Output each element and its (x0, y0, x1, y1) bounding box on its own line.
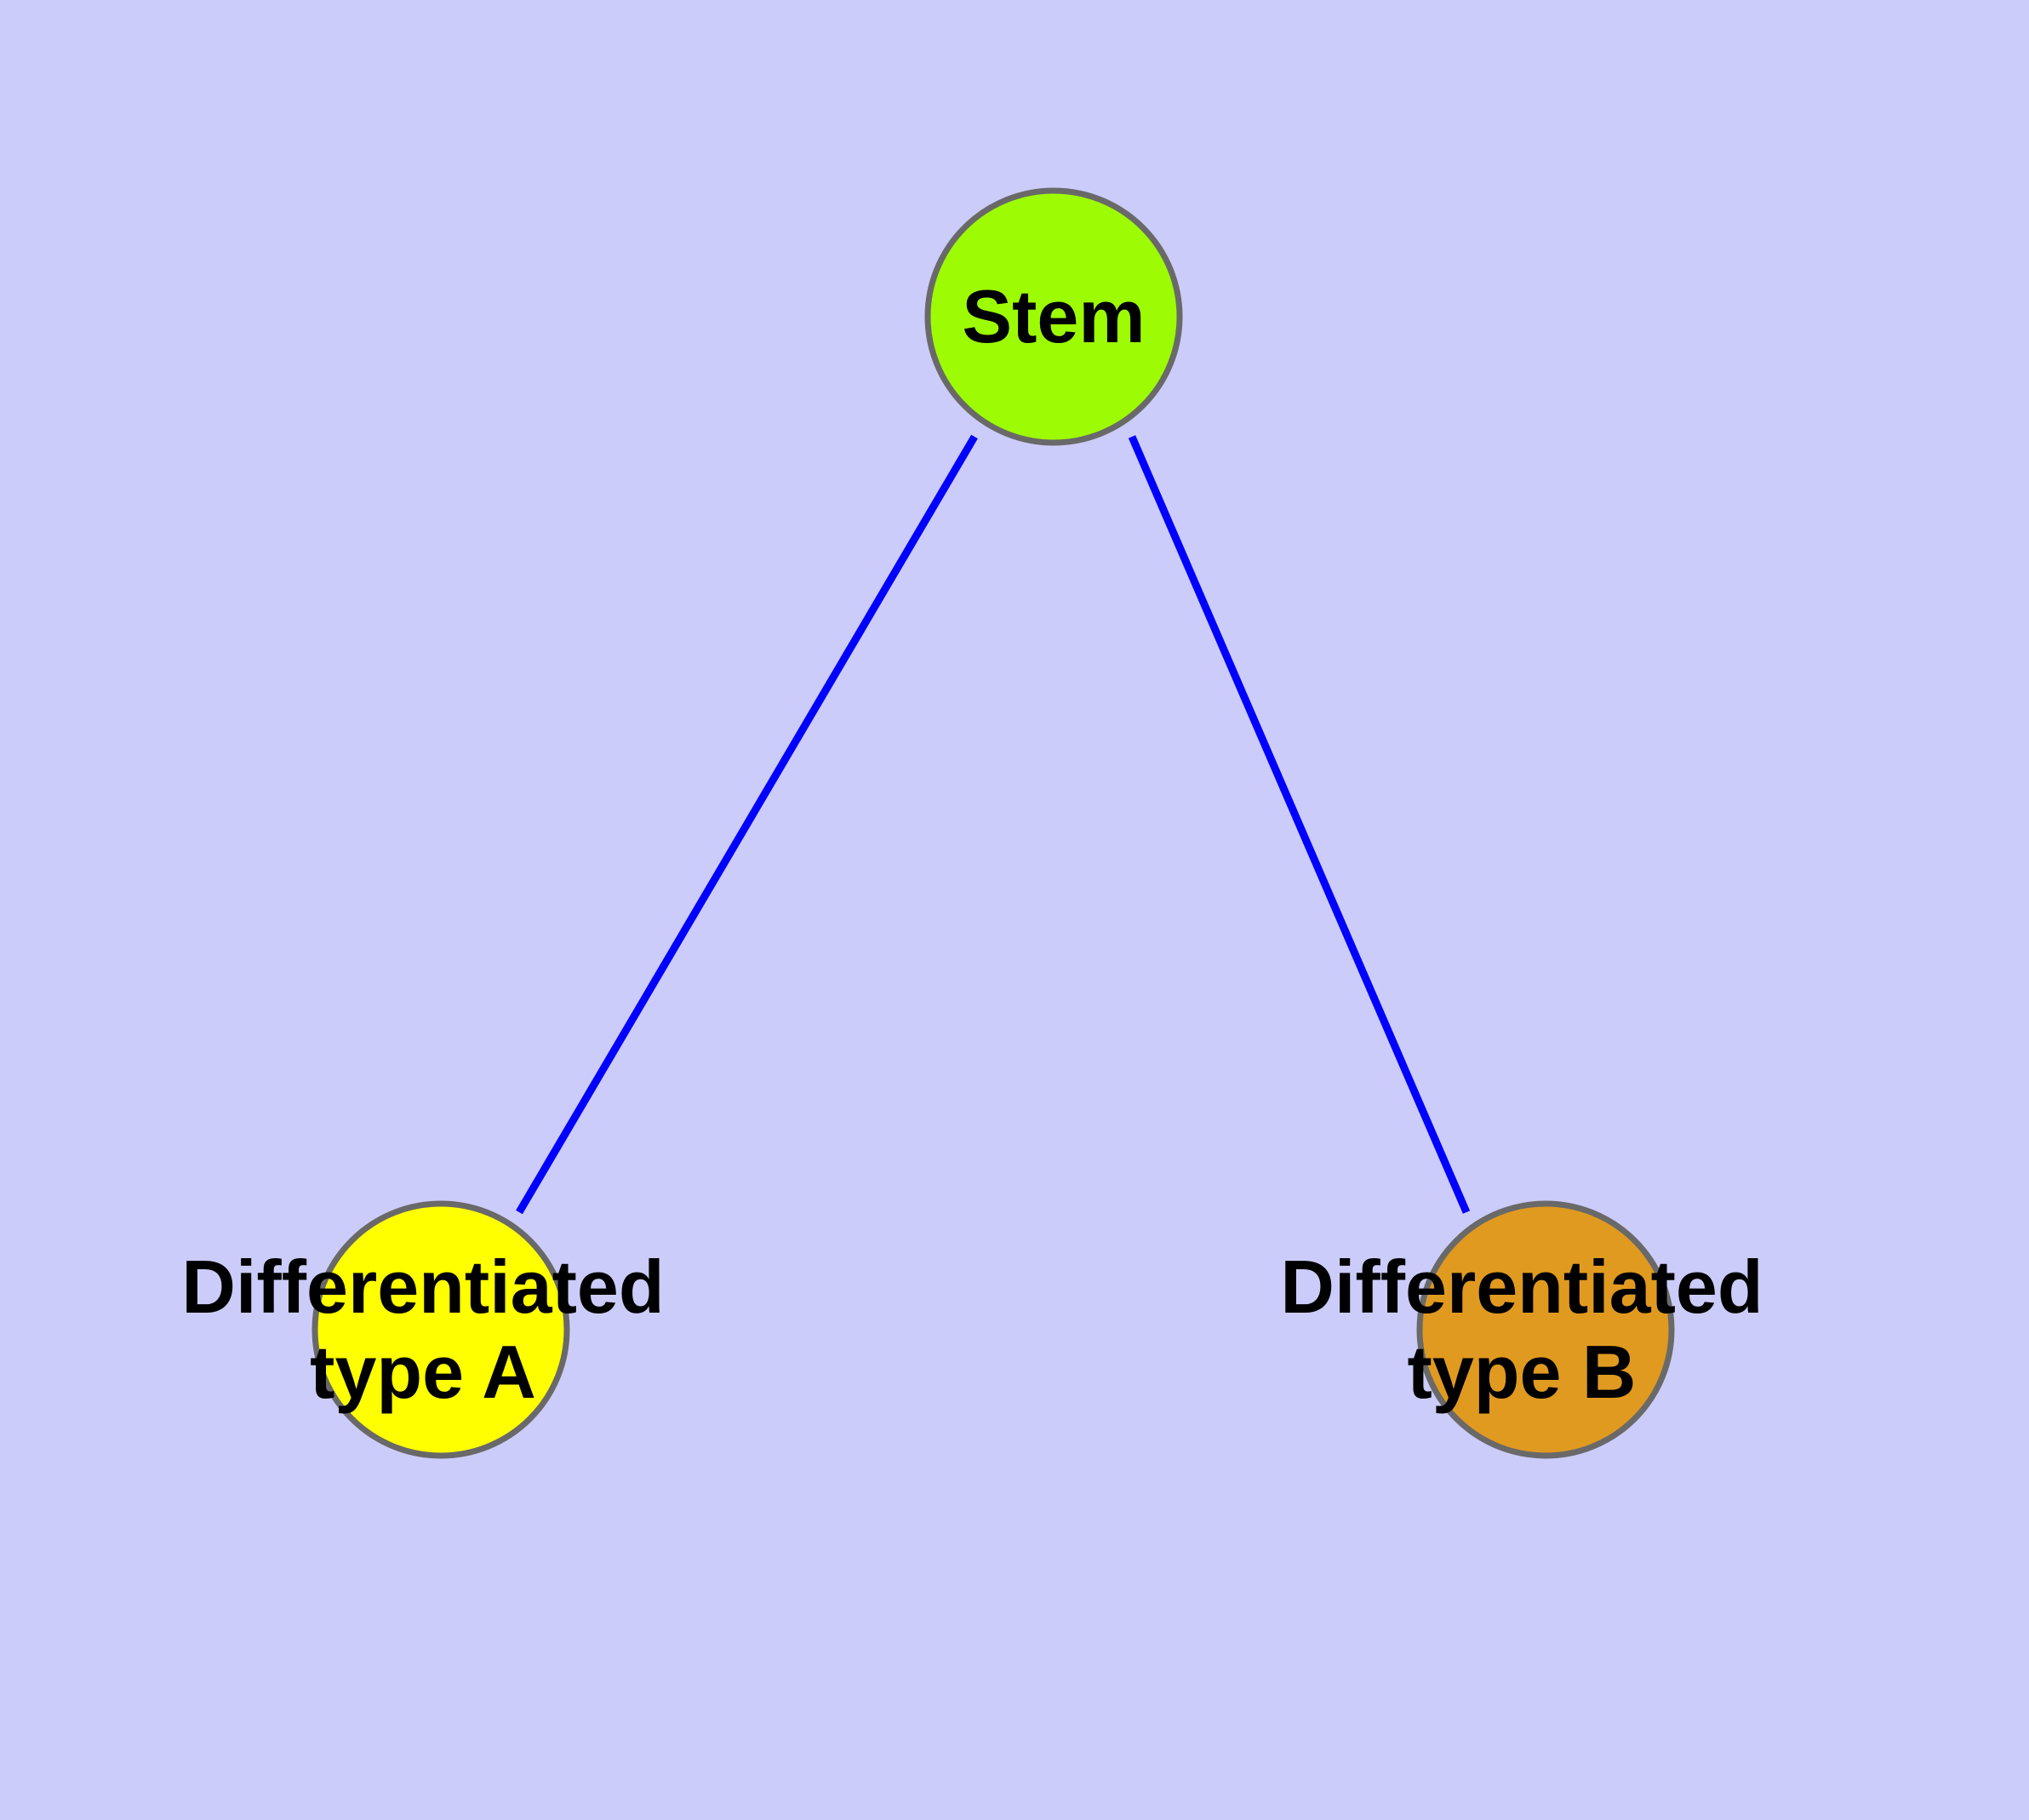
node-stem-label: Stem (962, 274, 1145, 358)
node-label-line: Differentiated (181, 1245, 664, 1329)
node-label-line: Stem (962, 274, 1145, 358)
node-label-line: Differentiated (1280, 1245, 1763, 1329)
node-label-line: type B (1408, 1330, 1637, 1414)
node-diff-b-circle[interactable] (1416, 1200, 1675, 1459)
node-label-line: type A (310, 1330, 536, 1414)
edge-stem-to-diff-b[interactable] (1128, 435, 1471, 1214)
node-stem[interactable]: Stem (924, 187, 1183, 446)
node-diff-a-circle[interactable] (311, 1200, 570, 1459)
edge-stem-to-diff-a[interactable] (516, 434, 978, 1215)
node-stem-circle[interactable] (924, 187, 1183, 446)
edge-layer (516, 434, 1471, 1215)
